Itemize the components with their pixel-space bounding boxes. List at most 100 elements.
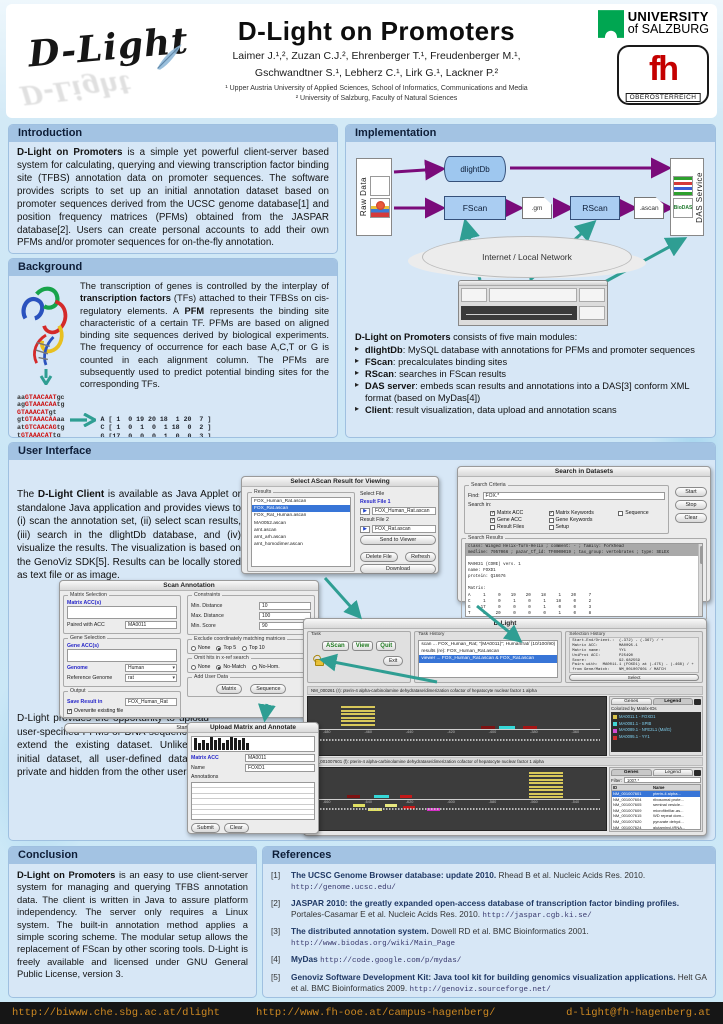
checkbox-icon[interactable] (548, 510, 554, 516)
reference-url[interactable]: http://www.biodas.org/wiki/Main_Page (291, 940, 456, 949)
search-results-box[interactable]: class: Winged Helix-Turn-Helix ; comment… (465, 543, 703, 617)
binding-site-mark[interactable] (498, 726, 515, 729)
result-file-item[interactable]: FOX_Rat_Human.ascan (254, 513, 307, 519)
result-file-item[interactable]: FOX_Human_Rat.ascan (254, 499, 307, 504)
paired-with-input[interactable]: MA0011 (125, 621, 177, 629)
result-highlight-line[interactable]: class: Winged Helix-Turn-Helix ; comment… (466, 544, 702, 551)
scope-checkbox[interactable]: Sequence (618, 510, 665, 516)
legend-item[interactable]: MA0011.1 - FOXD1 (613, 714, 699, 721)
result-file-item[interactable]: FOX_Rat.ascan (252, 505, 350, 513)
clear-button[interactable]: Clear (223, 823, 249, 833)
reference-genome-select[interactable]: rat (125, 674, 177, 682)
exclude-radio-option[interactable]: None (191, 645, 210, 651)
exit-button[interactable]: Exit (382, 656, 404, 666)
binding-site-mark[interactable] (400, 795, 413, 799)
legend-item[interactable]: MA0081.1 - SPIB (613, 721, 699, 728)
genome-track-2[interactable]: -660-640-620-600-580-560-540 (307, 767, 607, 831)
radio-icon[interactable] (216, 664, 222, 670)
play-icon[interactable]: ▶ (360, 507, 370, 515)
reference-url[interactable]: http://jaspar.cgb.ki.se/ (482, 911, 592, 920)
omit-radio-option[interactable]: No-Hom. (251, 664, 280, 670)
matrix-acc-input[interactable] (67, 606, 177, 619)
binding-site-mark[interactable] (346, 795, 360, 799)
checkbox-icon[interactable] (618, 510, 624, 516)
radio-icon[interactable] (216, 645, 222, 651)
add-sequence-button[interactable]: Sequence (250, 684, 287, 694)
radio-icon[interactable] (251, 664, 257, 670)
binding-site-mark[interactable] (352, 803, 365, 807)
omit-radio-option[interactable]: No-Match (216, 664, 246, 670)
radio-icon[interactable] (191, 645, 196, 651)
upload-matrix-acc-input[interactable]: MA0011 (245, 754, 315, 762)
exclude-radio-option[interactable]: Top 10 (242, 645, 265, 651)
scope-checkbox[interactable]: Matrix Keywords (548, 510, 611, 516)
binding-site-mark[interactable] (480, 726, 495, 729)
max-distance-input[interactable]: 100 (259, 612, 311, 620)
download-button[interactable]: Download (360, 564, 436, 574)
gene-name-column-header[interactable]: Name (653, 785, 665, 790)
filter-input[interactable]: 1007.* (623, 777, 701, 783)
find-input[interactable]: FOX.* (482, 492, 665, 500)
task-history-item[interactable]: results (re): FOX_Human_Rat.ascan (421, 649, 500, 655)
ascan-button[interactable]: AScan (322, 641, 349, 651)
checkbox-icon[interactable] (67, 708, 72, 714)
result-file-item[interactable]: arnt_homodimer.ascan (254, 542, 303, 548)
select-button[interactable]: Select (569, 674, 699, 681)
footer-email[interactable]: d-light@fh-hagenberg.at (566, 1007, 711, 1019)
checkbox-icon[interactable] (548, 524, 554, 530)
result-highlight-line[interactable]: medline: 7957066 ; pazar_tf_id: TF000001… (466, 550, 702, 557)
genes-tab[interactable]: Genes (611, 769, 652, 776)
play-icon[interactable]: ▶ (360, 525, 370, 533)
checkbox-icon[interactable] (490, 510, 495, 516)
result-file-item[interactable]: arnt.ascan (254, 527, 277, 533)
annotations-table[interactable] (191, 782, 315, 820)
task-history-item[interactable]: scan ... FOX_Human_Rat; "(MA0011)"; Huma… (421, 642, 556, 647)
binding-site-mark[interactable] (373, 795, 389, 799)
gene-id-column-header[interactable]: ID (613, 785, 618, 790)
genome-track-1[interactable]: -480-460-440-420-400-380-360 (307, 696, 607, 756)
result-file-item[interactable]: arnt_arh.ascan (254, 534, 286, 540)
result-file2-field[interactable]: FOX_Rat.ascan (372, 525, 436, 533)
scope-checkbox[interactable]: Gene Keywords (548, 517, 611, 523)
exclude-radio-option[interactable]: Top 5 (216, 645, 236, 651)
footer-url-dlight[interactable]: http://biwww.che.sbg.ac.at/dlight (12, 1007, 220, 1019)
scope-checkbox[interactable]: Gene ACC (490, 517, 541, 523)
scope-checkbox[interactable]: Result Files (490, 524, 541, 530)
result-file-item[interactable]: MA0052.ascan (254, 520, 286, 526)
binding-site-mark[interactable] (385, 803, 398, 807)
view-button[interactable]: View (351, 641, 374, 651)
start-button[interactable]: Start (675, 487, 707, 497)
upload-name-input[interactable]: FOXD1 (245, 764, 315, 772)
refresh-button[interactable]: Refresh (405, 552, 436, 562)
delete-file-button[interactable]: Delete File (360, 552, 398, 562)
send-to-viewer-button[interactable]: Send to Viewer (360, 535, 436, 545)
overwrite-checkbox[interactable]: Overwrite existing file (67, 708, 123, 714)
legend-item[interactable]: MA0095.1 - YY1 (613, 734, 699, 741)
legend-tab[interactable]: Legend (652, 698, 693, 705)
panel-menu-button[interactable] (694, 698, 701, 705)
omit-radio-option[interactable]: None (191, 664, 210, 670)
scope-checkbox[interactable]: Matrix ACC (490, 510, 541, 516)
footer-url-fh[interactable]: http://www.fh-ooe.at/campus-hagenberg/ (255, 1007, 496, 1019)
task-history-item[interactable]: viewer ... FOX_Human_Rat.ascan & FOX_Rat… (419, 655, 558, 663)
checkbox-icon[interactable] (490, 524, 495, 530)
checkbox-icon[interactable] (548, 517, 554, 523)
binding-site-mark[interactable] (522, 726, 537, 729)
legend-tab[interactable]: Legend (652, 769, 693, 776)
genes-tab[interactable]: Genes (611, 698, 652, 705)
radio-icon[interactable] (242, 645, 248, 651)
scrollbar[interactable] (698, 544, 702, 616)
save-result-input[interactable]: FOX_Human_Rat (125, 698, 177, 706)
reference-url[interactable]: http://genome.ucsc.edu/ (291, 883, 396, 892)
min-distance-input[interactable]: 10 (259, 602, 311, 610)
checkbox-icon[interactable] (490, 517, 495, 523)
